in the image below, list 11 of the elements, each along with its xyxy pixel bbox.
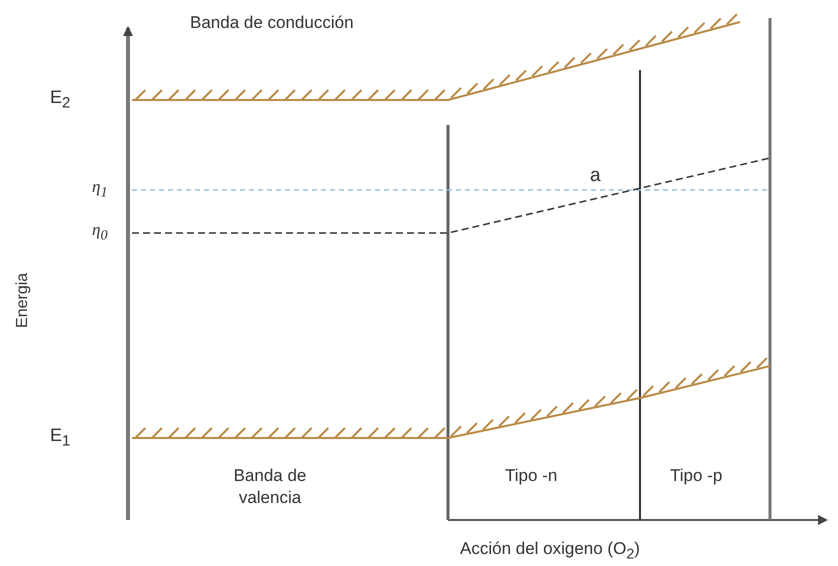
band-label: Banda de valencia <box>232 465 308 510</box>
level-symbol: η$_{0}$ <box>92 219 108 245</box>
level-symbol: η$_{1}$ <box>92 176 108 202</box>
region-label: Tipo -p <box>670 465 722 487</box>
energy-level-label: E$_{2}$ <box>50 86 70 114</box>
region-label: Tipo -n <box>505 465 558 487</box>
energy-level-label: E$_{1}$ <box>50 424 70 452</box>
band-label: Banda de conducción <box>190 12 354 34</box>
axis-label: Acción del oxigeno (O$_{2}$) <box>460 538 640 564</box>
axis-label: Energia <box>13 272 32 328</box>
point-label: a <box>590 164 601 188</box>
